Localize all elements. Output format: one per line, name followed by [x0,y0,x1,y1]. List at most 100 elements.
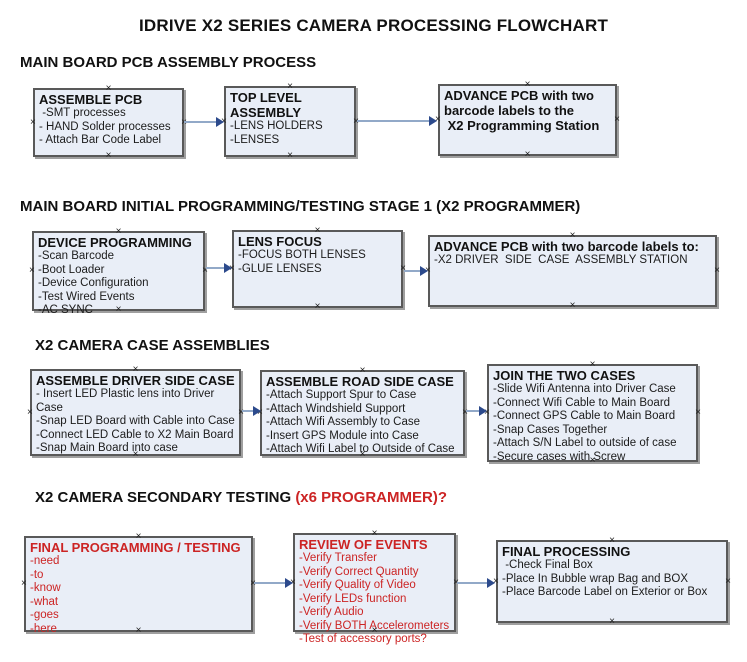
flow-box-advance-pcb-programming-station: ADVANCE PCB with two barcode labels to t… [435,80,620,160]
box-line: -Snap LED Board with Cable into Case [36,415,235,427]
box-title: DEVICE PROGRAMMING [38,235,192,250]
box-line: -SMT processes [39,107,126,119]
box-line: -to [30,568,44,581]
flow-box-review-of-events: REVIEW OF EVENTS -Verify Transfer -Verif… [290,529,459,646]
arrowhead-icon [216,117,224,127]
box-line: -goes [30,609,59,621]
section-header-black-part: X2 CAMERA SECONDARY TESTING [35,489,296,506]
flow-arrow [184,117,224,127]
box-title: TOP LEVEL ASSEMBLY [230,90,305,120]
box-title: FINAL PROGRAMMING / TESTING [30,540,241,555]
box-title: JOIN THE TWO CASES [493,368,636,383]
section-header-initial-programming: MAIN BOARD INITIAL PROGRAMMING/TESTING S… [20,198,581,215]
flow-box-lens-focus: LENS FOCUS -FOCUS BOTH LENSES -GLUE LENS… [229,226,406,312]
flow-box-device-programming: DEVICE PROGRAMMING -Scan Barcode -Boot L… [29,227,208,317]
connector-anchor: × [725,575,731,587]
box-title: ADVANCE PCB with two barcode labels to t… [444,88,600,133]
box-line: -Scan Barcode [38,250,115,262]
box-title: LENS FOCUS [238,234,322,249]
connector-anchor: × [614,114,620,125]
section-header-case-assemblies: X2 CAMERA CASE ASSEMBLIES [35,337,270,354]
flow-box-assemble-road-side-case: ASSEMBLE ROAD SIDE CASE -Attach Support … [257,366,468,460]
box-line: -Attach Wifi Assembly to Case [266,416,421,428]
connector-anchor: × [287,150,293,161]
box-line: -Secure cases with Screw [493,450,626,463]
flow-box-advance-pcb-driver-side: ADVANCE PCB with two barcode labels to: … [425,231,720,311]
connector-anchor: × [314,301,321,312]
box-title: FINAL PROCESSING [502,544,631,559]
box-line: -Verify BOTH Accelerometers [299,619,450,632]
box-line: - Insert LED Plastic lens into Driver Ca… [36,388,218,414]
box-line: -Connect GPS Cable to Main Board [493,410,676,422]
box-line: -Connect LED Cable to X2 Main Board [36,428,234,441]
connector-anchor: × [569,300,576,311]
connector-anchor: × [695,407,701,418]
box-line: -here [30,622,57,635]
box-line: -Verify Audio [299,606,364,618]
arrowhead-icon [253,406,261,416]
box-line: -Verify Quality of Video [299,579,416,591]
box-line: -GLUE LENSES [238,262,322,275]
flow-box-final-processing: FINAL PROCESSING -Check Final Box -Place… [493,536,731,627]
section-header-red-part: (x6 PROGRAMMER)? [295,489,447,506]
box-line: -Snap Cases Together [493,423,608,436]
arrowhead-icon [224,263,232,273]
flow-arrow [357,116,437,126]
box-line: -Verify Transfer [299,552,377,564]
flow-arrow [206,263,232,273]
connector-anchor: × [105,150,112,161]
box-line: -X2 DRIVER SIDE CASE ASSEMBLY STATION [434,254,688,266]
box-line: -Boot Loader [38,263,105,276]
box-title: ASSEMBLE DRIVER SIDE CASE [36,373,235,388]
box-line: -AC SYNC [38,304,93,316]
box-title: REVIEW OF EVENTS [299,537,428,552]
connector-anchor: × [29,265,35,276]
connector-anchor: × [30,116,36,128]
box-line: -Attach Wifi Label to Outside of Case [266,443,455,455]
box-line: -Slide Wifi Antenna into Driver Case [493,383,676,395]
box-line: -FOCUS BOTH LENSES [238,249,366,261]
box-line: -what [30,595,59,608]
box-line: - HAND Solder processes [39,120,171,133]
arrowhead-icon [479,406,487,416]
box-line: -Attach Support Spur to Case [266,389,417,401]
page-title: IDRIVE X2 SERIES CAMERA PROCESSING FLOWC… [138,16,609,35]
connector-anchor: × [238,406,244,418]
box-line: -LENS HOLDERS [230,120,323,132]
arrowhead-icon [487,578,495,588]
box-line: -Connect Wifi Cable to Main Board [493,396,671,409]
flow-box-final-programming-testing: FINAL PROGRAMMING / TESTING -need -to -k… [21,532,256,636]
connector-anchor: × [27,406,33,418]
box-line: -Attach Windshield Support [266,402,406,415]
flow-arrow [466,406,487,416]
box-title: ASSEMBLE ROAD SIDE CASE [266,374,454,389]
section-header-secondary-testing: X2 CAMERA SECONDARY TESTING (x6 PROGRAMM… [35,489,447,506]
box-line: -need [30,555,60,567]
box-line: -Place Barcode Label on Exterior or Box [502,586,708,598]
box-line: -Test of accessory ports? [299,633,427,645]
connector-anchor: × [21,578,27,589]
flow-arrow [254,578,293,588]
flow-box-top-level-assembly: TOP LEVEL ASSEMBLY -LENS HOLDERS -LENSES… [221,82,359,161]
box-line: -Device Configuration [38,277,149,289]
box-line: -Snap Main Board into case [36,442,178,454]
flow-box-assemble-pcb: ASSEMBLE PCB -SMT processes - HAND Solde… [30,84,187,161]
flow-arrow [242,406,261,416]
box-line: - Attach Bar Code Label [39,134,162,146]
connector-anchor: × [250,578,256,589]
connector-anchor: × [524,149,531,160]
connector-anchor: × [609,616,615,627]
box-line: -Check Final Box [502,559,593,571]
box-line: -Verify Correct Quantity [299,565,419,578]
flow-arrow [404,266,428,276]
flow-box-assemble-driver-side-case: ASSEMBLE DRIVER SIDE CASE - Insert LED P… [27,365,244,460]
arrowhead-icon [429,116,437,126]
box-line: -Test Wired Events [38,290,135,303]
box-line: -LENSES [230,133,280,146]
connector-anchor: × [400,263,406,274]
arrowhead-icon [420,266,428,276]
flow-box-join-two-cases: JOIN THE TWO CASES -Slide Wifi Antenna i… [484,360,701,466]
arrowhead-icon [285,578,293,588]
box-line: -Place In Bubble wrap Bag and BOX [502,572,689,585]
